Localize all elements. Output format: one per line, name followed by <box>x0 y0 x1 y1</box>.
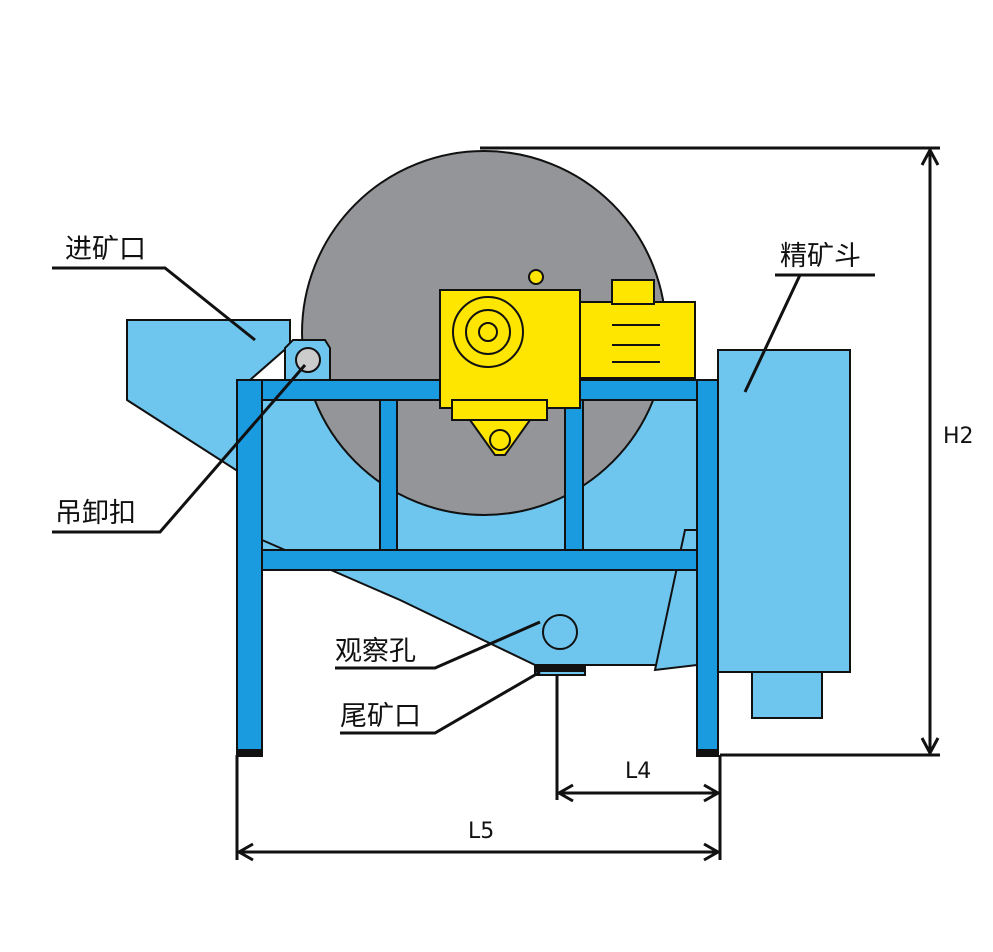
frame-right-leg <box>696 379 719 756</box>
label-tailings-outlet: 尾矿口 <box>340 701 421 732</box>
frame-post-left <box>379 399 398 551</box>
tailings-outlet <box>534 664 586 672</box>
frame-left-leg <box>236 379 263 756</box>
dim-l5: L5 <box>468 819 494 844</box>
gear-motor <box>439 269 696 456</box>
label-lifting-lug: 吊卸扣 <box>55 498 136 529</box>
dimension-lines <box>235 146 940 862</box>
foot-left <box>236 749 263 757</box>
foot-right <box>696 749 719 757</box>
tank-body <box>262 400 697 550</box>
frame-mid-beam <box>261 549 698 571</box>
observation-hole <box>542 614 578 650</box>
dim-l4: L4 <box>625 759 651 784</box>
frame-post-right <box>564 399 584 551</box>
label-observation-hole: 观察孔 <box>335 636 416 667</box>
lifting-lug-hole <box>295 347 321 373</box>
concentrate-outlet <box>751 671 823 719</box>
label-feed-inlet: 进矿口 <box>65 234 146 265</box>
dim-h2: H2 <box>943 424 974 449</box>
label-concentrate-hopper: 精矿斗 <box>780 241 861 272</box>
concentrate-hopper-body <box>717 349 851 673</box>
leader-lines <box>52 266 875 735</box>
